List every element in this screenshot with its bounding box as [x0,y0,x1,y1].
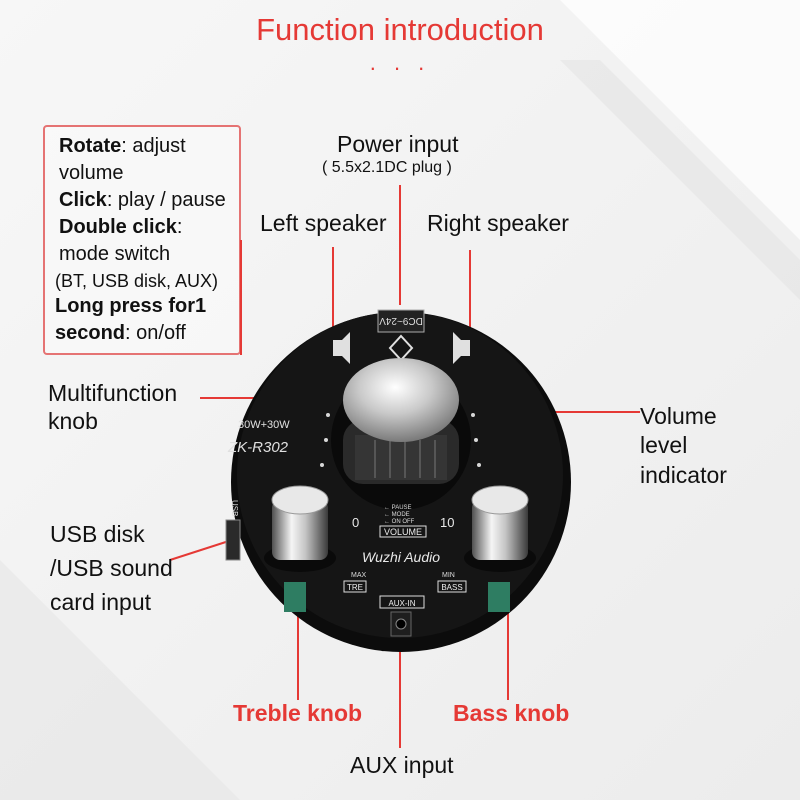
treble-knob-label: Treble knob [233,700,363,726]
callout-line-on-off: second: on/off [55,322,186,344]
power-input-sublabel: ( 5.5x2.1DC plug ) [322,159,452,176]
usb-label-line3: card input [50,589,152,615]
dc-label: DC9~24V [379,315,423,326]
tre-text: TRE [347,583,363,592]
brand-text: Wuzhi Audio [362,549,440,565]
multifunction-label-line1: Multifunction [48,380,178,406]
scale-min-text: 0 [352,515,359,530]
power-input-label: Power input [337,131,459,157]
legend-pause-text: ← PAUSE [384,505,412,511]
treble-knob [272,500,328,560]
title-dots: . . . [369,50,431,75]
scale-max-text: 10 [440,515,454,530]
usb-port-icon [225,519,241,561]
pcb-edge-right [488,582,510,612]
usb-text: USB-IN [230,500,239,527]
bass-text: BASS [441,583,462,592]
bass-knob-label: Bass knob [453,700,570,726]
aux-input-label: AUX input [350,752,454,778]
pcb-edge-left [284,582,306,612]
callout-line-double-click: Double click: [59,216,183,238]
left-speaker-icon [333,332,350,364]
callout-line-modes: (BT, USB disk, AUX) [55,271,219,291]
right-speaker-label: Right speaker [427,210,569,236]
aux-text: AUX-IN [388,599,415,608]
max-text: MAX [351,572,367,579]
callout-line-rotate: Rotate: adjust [59,135,186,157]
multifunction-knob [343,358,459,442]
page-title: Function introduction [256,12,544,47]
callout-line-click: Click: play / pause [59,189,226,211]
multifunction-callout-box: Rotate: adjust volume Click: play / paus… [43,125,241,355]
right-speaker-icon [453,332,470,364]
volume-indicator-label-line1: Volume [640,403,717,429]
legend-mode-text: ← MODE [384,512,410,518]
volume-indicator-label-line3: indicator [640,462,727,488]
dc-jack-icon [377,309,425,333]
power-rating-text: 30W+30W [238,419,290,431]
min-text: MIN [442,572,455,579]
legend-onoff-text: ← ON OFF [384,519,415,525]
callout-line-long-press: Long press for1 [55,295,207,317]
usb-leader [169,539,233,561]
callout-line-volume: volume [59,162,124,184]
multifunction-label-line2: knob [48,408,98,434]
usb-label-line1: USB disk [50,521,145,547]
callout-line-mode-switch: mode switch [59,243,171,265]
volume-text: VOLUME [384,527,422,537]
left-speaker-label: Left speaker [260,210,387,236]
volume-indicator-label-line2: level [640,432,688,458]
usb-label-line2: /USB sound [50,555,173,581]
model-text: ZK-R302 [227,439,289,456]
bass-knob [472,500,528,560]
